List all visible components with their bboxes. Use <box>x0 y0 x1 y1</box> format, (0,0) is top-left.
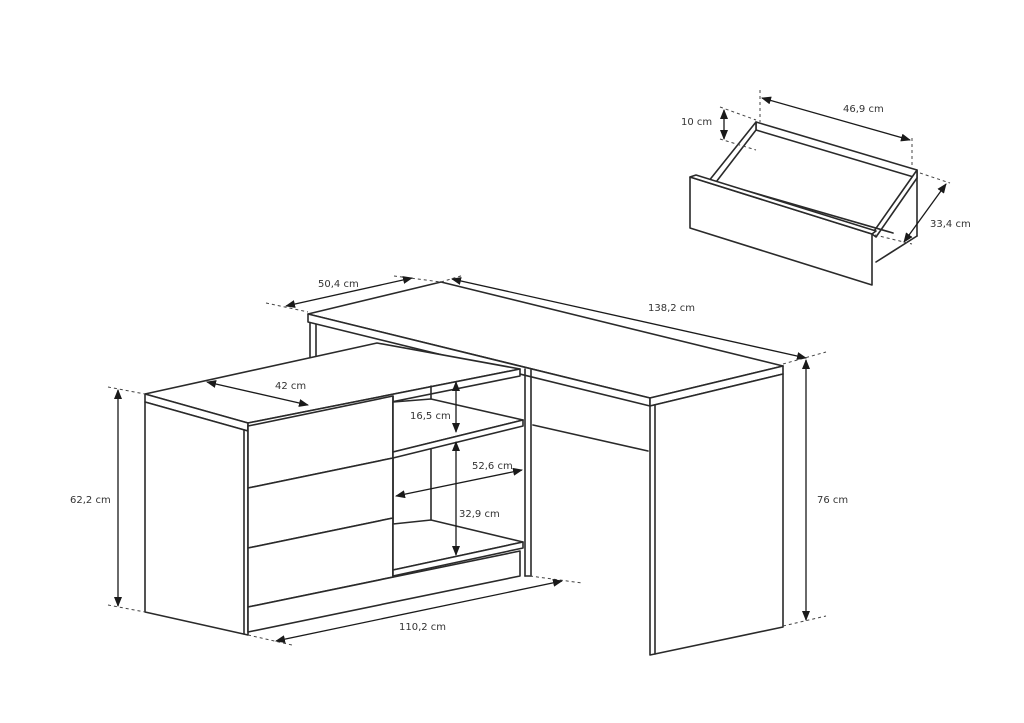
drawer-front-panel <box>689 176 873 286</box>
drawer-width-dimension-line <box>761 96 911 142</box>
desk-rail <box>532 424 649 452</box>
drawer-depth-dimension-line <box>903 183 947 243</box>
label-desk-height: 76 cm <box>817 495 848 506</box>
label-shelf-bottom-height: 32,9 cm <box>459 509 500 520</box>
shelf-width-dimension-line <box>395 467 523 499</box>
desk-right-leg-panel <box>649 373 784 656</box>
drawer-right-side-bottom <box>875 235 918 263</box>
middle-shelf-edge <box>392 419 524 459</box>
drawer-back-panel <box>755 121 918 179</box>
cabinet-depth-dimension-line <box>206 380 309 407</box>
drawer-dimensions <box>719 90 951 245</box>
drawer-front-top <box>689 174 877 235</box>
desk-depth-dimension-line <box>285 276 413 308</box>
cabinet-length-dimension-line <box>275 578 563 644</box>
desk-dimensions <box>107 274 827 646</box>
label-cabinet-depth: 42 cm <box>275 381 306 392</box>
cabinet-drawing <box>144 342 524 636</box>
desk-length-dimension-line <box>451 277 807 360</box>
label-cabinet-length: 110,2 cm <box>399 622 446 633</box>
drawer-left-side <box>707 121 757 187</box>
label-drawer-depth: 33,4 cm <box>930 219 971 230</box>
bottom-shelf-edge <box>392 541 524 577</box>
label-desk-depth: 50,4 cm <box>318 279 359 290</box>
label-desk-length: 138,2 cm <box>648 303 695 314</box>
label-cabinet-height: 62,2 cm <box>70 495 111 506</box>
cabinet-left-side-panel <box>144 401 249 636</box>
drawer-drawing <box>689 121 918 286</box>
label-shelf-top-height: 16,5 cm <box>410 411 451 422</box>
label-drawer-width: 46,9 cm <box>843 104 884 115</box>
label-drawer-height: 10 cm <box>681 117 712 128</box>
drawer-right-side <box>871 169 918 238</box>
label-shelf-width: 52,6 cm <box>472 461 513 472</box>
